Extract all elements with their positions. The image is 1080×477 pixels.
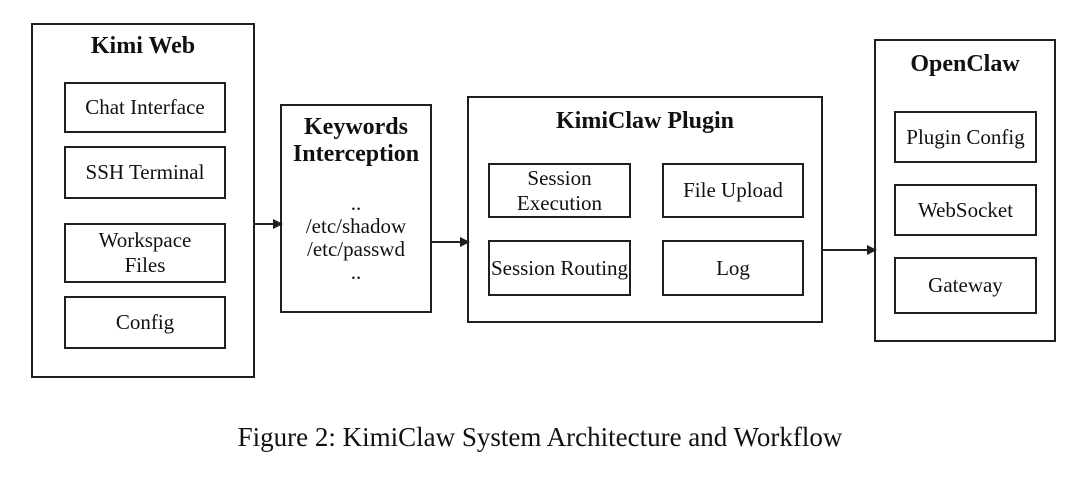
- node-plugin-config: Plugin Config: [894, 111, 1037, 163]
- openclaw-title: OpenClaw: [910, 51, 1020, 77]
- keywords-interception-title: Keywords Interception: [292, 114, 420, 167]
- arrow-keywords-to-plugin-icon: [431, 237, 470, 247]
- node-label: Session Routing: [490, 255, 629, 280]
- keywords-list-ellipsis: ..: [350, 191, 362, 215]
- node-label: Session Execution: [516, 165, 603, 215]
- node-workspace-files: Workspace Files: [64, 223, 226, 283]
- node-websocket: WebSocket: [894, 184, 1037, 236]
- kimiclaw-plugin-container: KimiClaw Plugin Session Execution File U…: [467, 96, 823, 323]
- node-file-upload: File Upload: [662, 163, 804, 218]
- node-label: WebSocket: [917, 197, 1014, 222]
- kimi-web-container: Kimi Web Chat Interface SSH Terminal Wor…: [31, 23, 255, 378]
- node-config: Config: [64, 296, 226, 349]
- node-label: File Upload: [683, 178, 783, 203]
- node-gateway: Gateway: [894, 257, 1037, 314]
- keywords-interception-container: Keywords Interception .. /etc/shadow /et…: [280, 104, 432, 313]
- node-ssh-terminal: SSH Terminal: [64, 146, 226, 199]
- kimi-web-title: Kimi Web: [90, 33, 196, 59]
- node-session-routing: Session Routing: [488, 240, 631, 296]
- node-label: Log: [716, 255, 750, 280]
- keywords-list-item: /etc/shadow: [305, 214, 407, 238]
- kimiclaw-plugin-title: KimiClaw Plugin: [555, 108, 735, 134]
- node-chat-interface: Chat Interface: [64, 82, 226, 133]
- arrow-plugin-to-openclaw-icon: [823, 245, 877, 255]
- node-label: Chat Interface: [85, 95, 205, 120]
- node-label: Gateway: [928, 273, 1003, 298]
- node-label: SSH Terminal: [85, 160, 205, 185]
- keywords-list-item: /etc/passwd: [307, 237, 405, 261]
- arrow-kimiweb-to-keywords-icon: [255, 219, 283, 229]
- openclaw-container: OpenClaw Plugin Config WebSocket Gateway: [874, 39, 1056, 342]
- node-log: Log: [662, 240, 804, 296]
- keywords-list: .. /etc/shadow /etc/passwd ..: [282, 192, 430, 284]
- node-session-execution: Session Execution: [488, 163, 631, 218]
- keywords-list-ellipsis: ..: [350, 260, 362, 284]
- figure-caption: Figure 2: KimiClaw System Architecture a…: [237, 422, 843, 452]
- node-label: Workspace Files: [98, 228, 192, 277]
- node-label: Config: [115, 310, 175, 335]
- node-label: Plugin Config: [906, 124, 1025, 149]
